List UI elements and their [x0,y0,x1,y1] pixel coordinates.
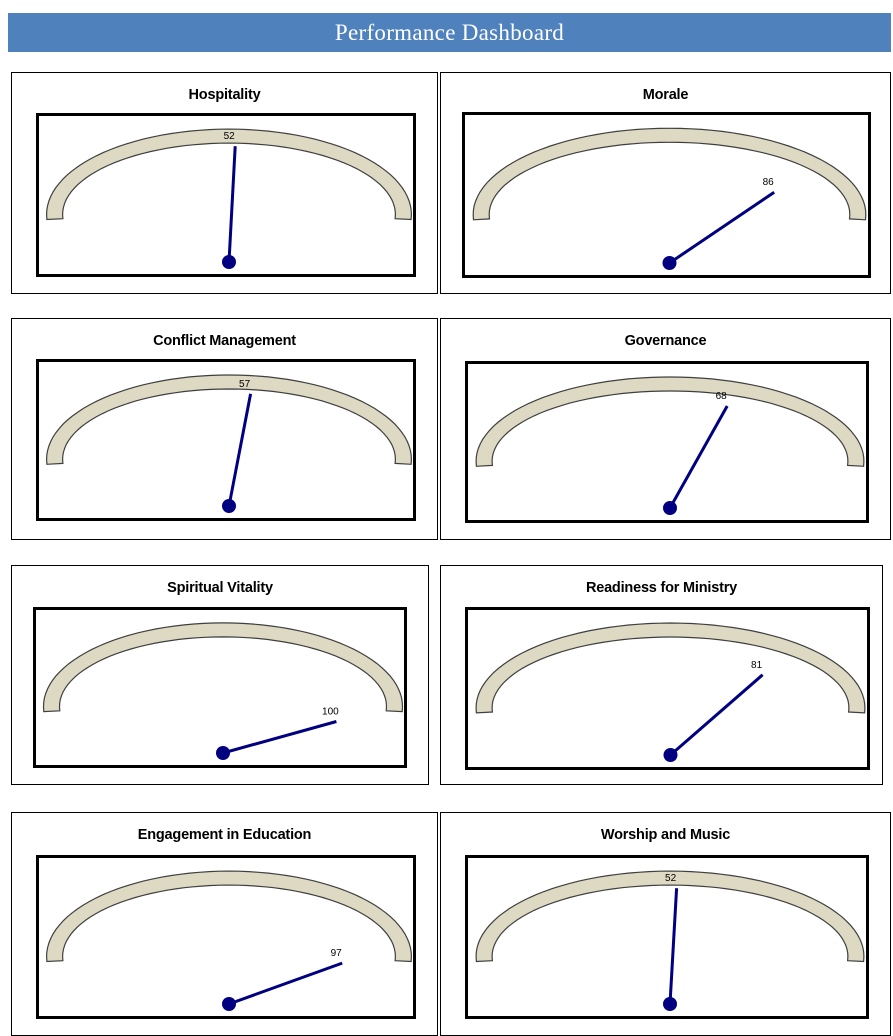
gauge-arc [472,127,867,221]
dashboard-header: Performance Dashboard [8,13,891,52]
gauge-value-label: 57 [239,379,251,390]
gauge-arc [475,870,865,963]
gauge-value-label: 52 [665,873,677,884]
gauge-arc [475,622,866,714]
gauge-panel-conflict-management: Conflict Management 57 [11,318,438,540]
gauge-svg: 81 [475,622,866,762]
gauge-panel-spiritual-vitality: Spiritual Vitality 100 [11,565,429,785]
gauge-value-label: 52 [224,131,236,142]
gauge-title: Engagement in Education [137,827,312,843]
gauge-needle [668,405,729,509]
gauge-title: Conflict Management [153,333,296,349]
gauge-frame: 68 [465,361,869,523]
gauge-arc [45,870,413,963]
gauge-svg: 57 [45,374,413,513]
gauge-frame: 81 [465,607,870,770]
gauge-needle [668,190,776,265]
gauge-title: Spiritual Vitality [167,580,273,596]
gauge-title: Morale [642,87,689,103]
gauge-needle [227,146,237,263]
gauge-svg: 97 [45,870,413,1011]
gauge-pivot [662,256,677,270]
gauge-panel-governance: Governance 68 [440,318,891,540]
gauge-svg: 52 [475,870,865,1011]
gauge-pivot [663,997,677,1011]
page-title: Performance Dashboard [334,19,565,45]
gauge-arc [475,376,865,467]
gauge-svg: 100 [42,622,404,760]
gauge-title: Governance [624,333,707,349]
gauge-frame: 52 [36,113,416,277]
gauge-panel-worship-and-music: Worship and Music 52 [440,812,891,1036]
gauge-svg: 68 [475,376,865,515]
gauge-panel-engagement-in-education: Engagement in Education 97 [11,812,438,1036]
gauge-value-label: 100 [322,707,339,718]
gauge-svg: 86 [472,127,867,270]
gauge-svg: 52 [45,128,413,269]
gauge-arc [45,374,413,465]
gauge-pivot [663,501,677,515]
gauge-value-label: 81 [751,660,763,671]
gauge-frame: 57 [36,359,416,521]
gauge-panel-hospitality: Hospitality 52 [11,72,438,294]
gauge-value-label: 68 [716,391,728,402]
gauge-needle [222,720,337,755]
gauge-pivot [663,748,678,762]
gauge-frame: 100 [33,607,407,768]
gauge-pivot [222,255,236,269]
gauge-pivot [216,746,230,760]
gauge-needle [228,961,343,1006]
gauge-frame: 97 [36,855,416,1019]
gauge-pivot [222,997,236,1011]
gauge-title: Hospitality [188,87,261,103]
gauge-needle [669,673,764,757]
gauge-needle [668,888,679,1005]
gauge-arc [45,128,413,221]
gauge-frame: 86 [462,112,871,278]
gauge-panel-readiness-for-ministry: Readiness for Ministry 81 [440,565,883,785]
gauge-title: Readiness for Ministry [585,580,738,596]
gauge-needle [227,393,253,507]
gauge-frame: 52 [465,855,869,1019]
gauge-title: Worship and Music [600,827,731,843]
gauge-arc [42,622,404,713]
gauge-value-label: 97 [331,948,343,959]
gauge-panel-morale: Morale 86 [440,72,891,294]
gauge-value-label: 86 [763,177,775,188]
gauge-pivot [222,499,236,513]
